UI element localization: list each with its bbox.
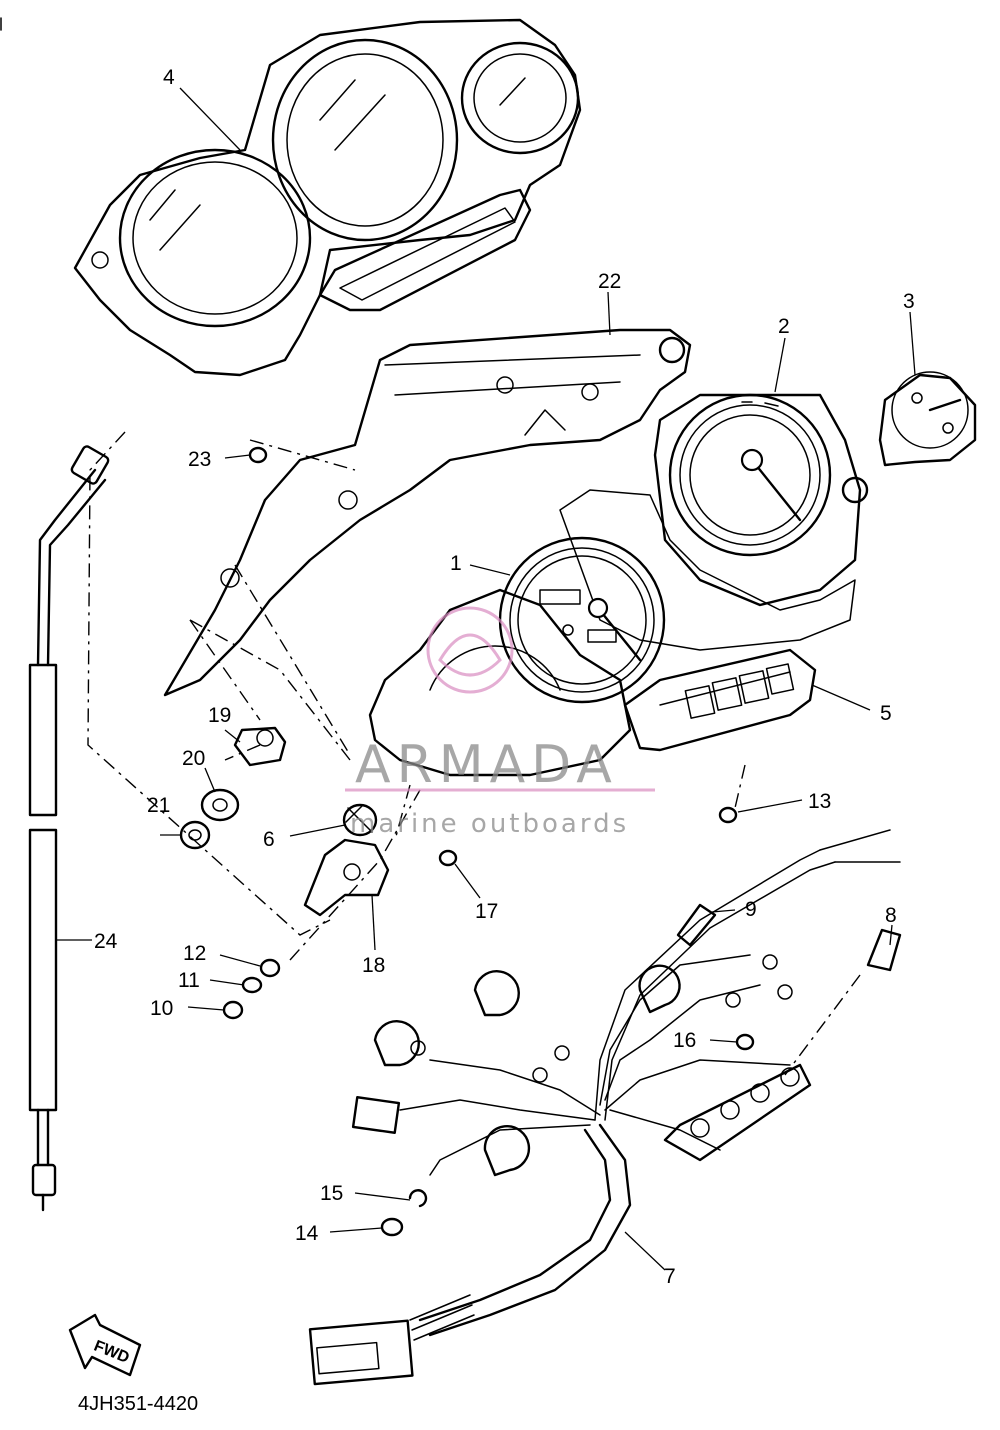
fwd-label: FWD [91, 1338, 131, 1367]
callout-24: 24 [94, 930, 118, 953]
leader-lines [56, 87, 916, 1271]
callout-11: 11 [178, 969, 200, 992]
watermark-subtitle: marine outboards [350, 809, 629, 839]
diagram-code: 4JH351-4420 [78, 1393, 198, 1415]
indicator-gauge-part [878, 371, 977, 467]
callout-15: 15 [320, 1182, 343, 1205]
callout-7: 7 [664, 1265, 676, 1288]
callout-12: 12 [183, 942, 206, 965]
callout-9: 9 [745, 898, 757, 921]
callout-2: 2 [778, 315, 790, 338]
assembly-lines [87, 431, 861, 1076]
callout-6: 6 [263, 828, 275, 851]
callout-20: 20 [182, 747, 205, 770]
callout-19: 19 [208, 704, 231, 727]
callout-4: 4 [163, 66, 175, 89]
callout-16: 16 [673, 1029, 696, 1052]
callout-21: 21 [147, 794, 170, 817]
tachometer-part [653, 393, 869, 607]
callout-23: 23 [188, 448, 211, 471]
meter-cable-part [28, 445, 110, 1212]
callout-22: 22 [598, 270, 621, 293]
callout-13: 13 [808, 790, 831, 813]
callout-14: 14 [295, 1222, 319, 1245]
callout-18: 18 [362, 954, 385, 977]
fwd-arrow: FWD [68, 1313, 142, 1377]
wire-harness-part [308, 829, 902, 1386]
callout-5: 5 [880, 702, 892, 725]
bracket-part [163, 328, 692, 697]
callout-10: 10 [150, 997, 173, 1020]
callout-8: 8 [885, 904, 897, 927]
callout-17: 17 [475, 900, 498, 923]
callout-3: 3 [903, 290, 915, 313]
callout-labels: 4 22 2 3 23 1 5 19 20 21 13 6 17 9 8 24 … [94, 66, 915, 1288]
indicator-panel-part [623, 648, 817, 752]
meter-cover-part [73, 18, 582, 377]
watermark-name: ARMADA [355, 735, 618, 795]
speedometer-part [368, 489, 856, 777]
watermark: ARMADA marine outboards [345, 606, 655, 839]
callout-1: 1 [450, 552, 462, 575]
